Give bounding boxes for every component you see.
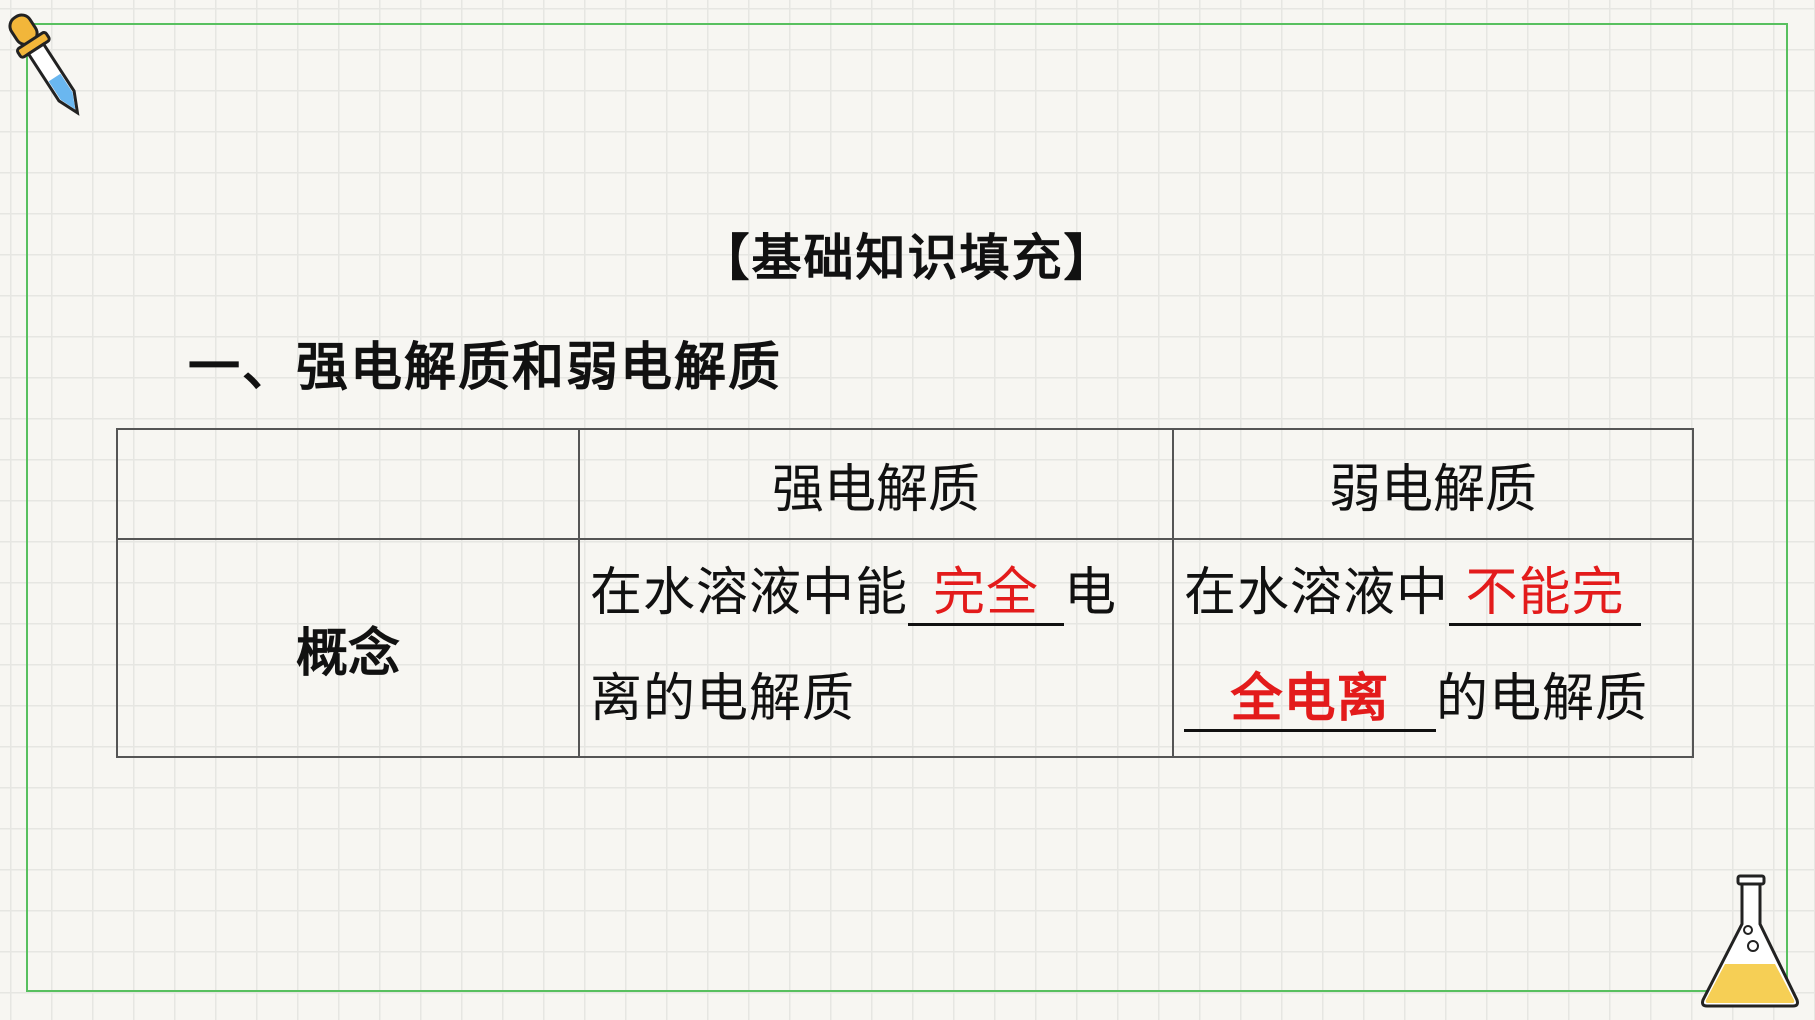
page-title: 【基础知识填充】	[699, 229, 1116, 287]
table-header-row: 强电解质 弱电解质	[116, 428, 1694, 540]
weak-answer-blank-1: 不能完	[1449, 563, 1642, 626]
header-empty-cell	[116, 428, 580, 540]
strong-text-after: 电	[1064, 563, 1118, 623]
weak-answer-blank-2: 全电离	[1184, 669, 1436, 732]
green-frame	[26, 23, 1788, 992]
weak-text-before: 在水溶液中	[1184, 563, 1450, 623]
flask-icon	[1701, 874, 1799, 1008]
weak-concept-cell: 在水溶液中不能完 全电离的电解质	[1172, 538, 1694, 758]
dropper-icon	[8, 13, 80, 116]
row-label-concept: 概念	[116, 538, 580, 758]
header-weak-electrolyte: 弱电解质	[1172, 428, 1694, 540]
table-row-concept: 概念 在水溶液中能完全电 离的电解质 在水溶液中不能完 全电离的电解质	[116, 538, 1694, 758]
electrolyte-table: 强电解质 弱电解质 概念 在水溶液中能完全电 离的电解质 在水溶液中不能完 全电…	[116, 428, 1694, 758]
header-strong-electrolyte: 强电解质	[578, 428, 1174, 540]
strong-text-before: 在水溶液中能	[590, 563, 909, 623]
weak-text-after: 的电解质	[1436, 669, 1649, 729]
section-title: 一、强电解质和弱电解质	[188, 338, 783, 398]
strong-concept-cell: 在水溶液中能完全电 离的电解质	[578, 538, 1174, 758]
strong-answer-blank: 完全	[908, 563, 1065, 626]
strong-text-line2: 离的电解质	[590, 669, 856, 729]
